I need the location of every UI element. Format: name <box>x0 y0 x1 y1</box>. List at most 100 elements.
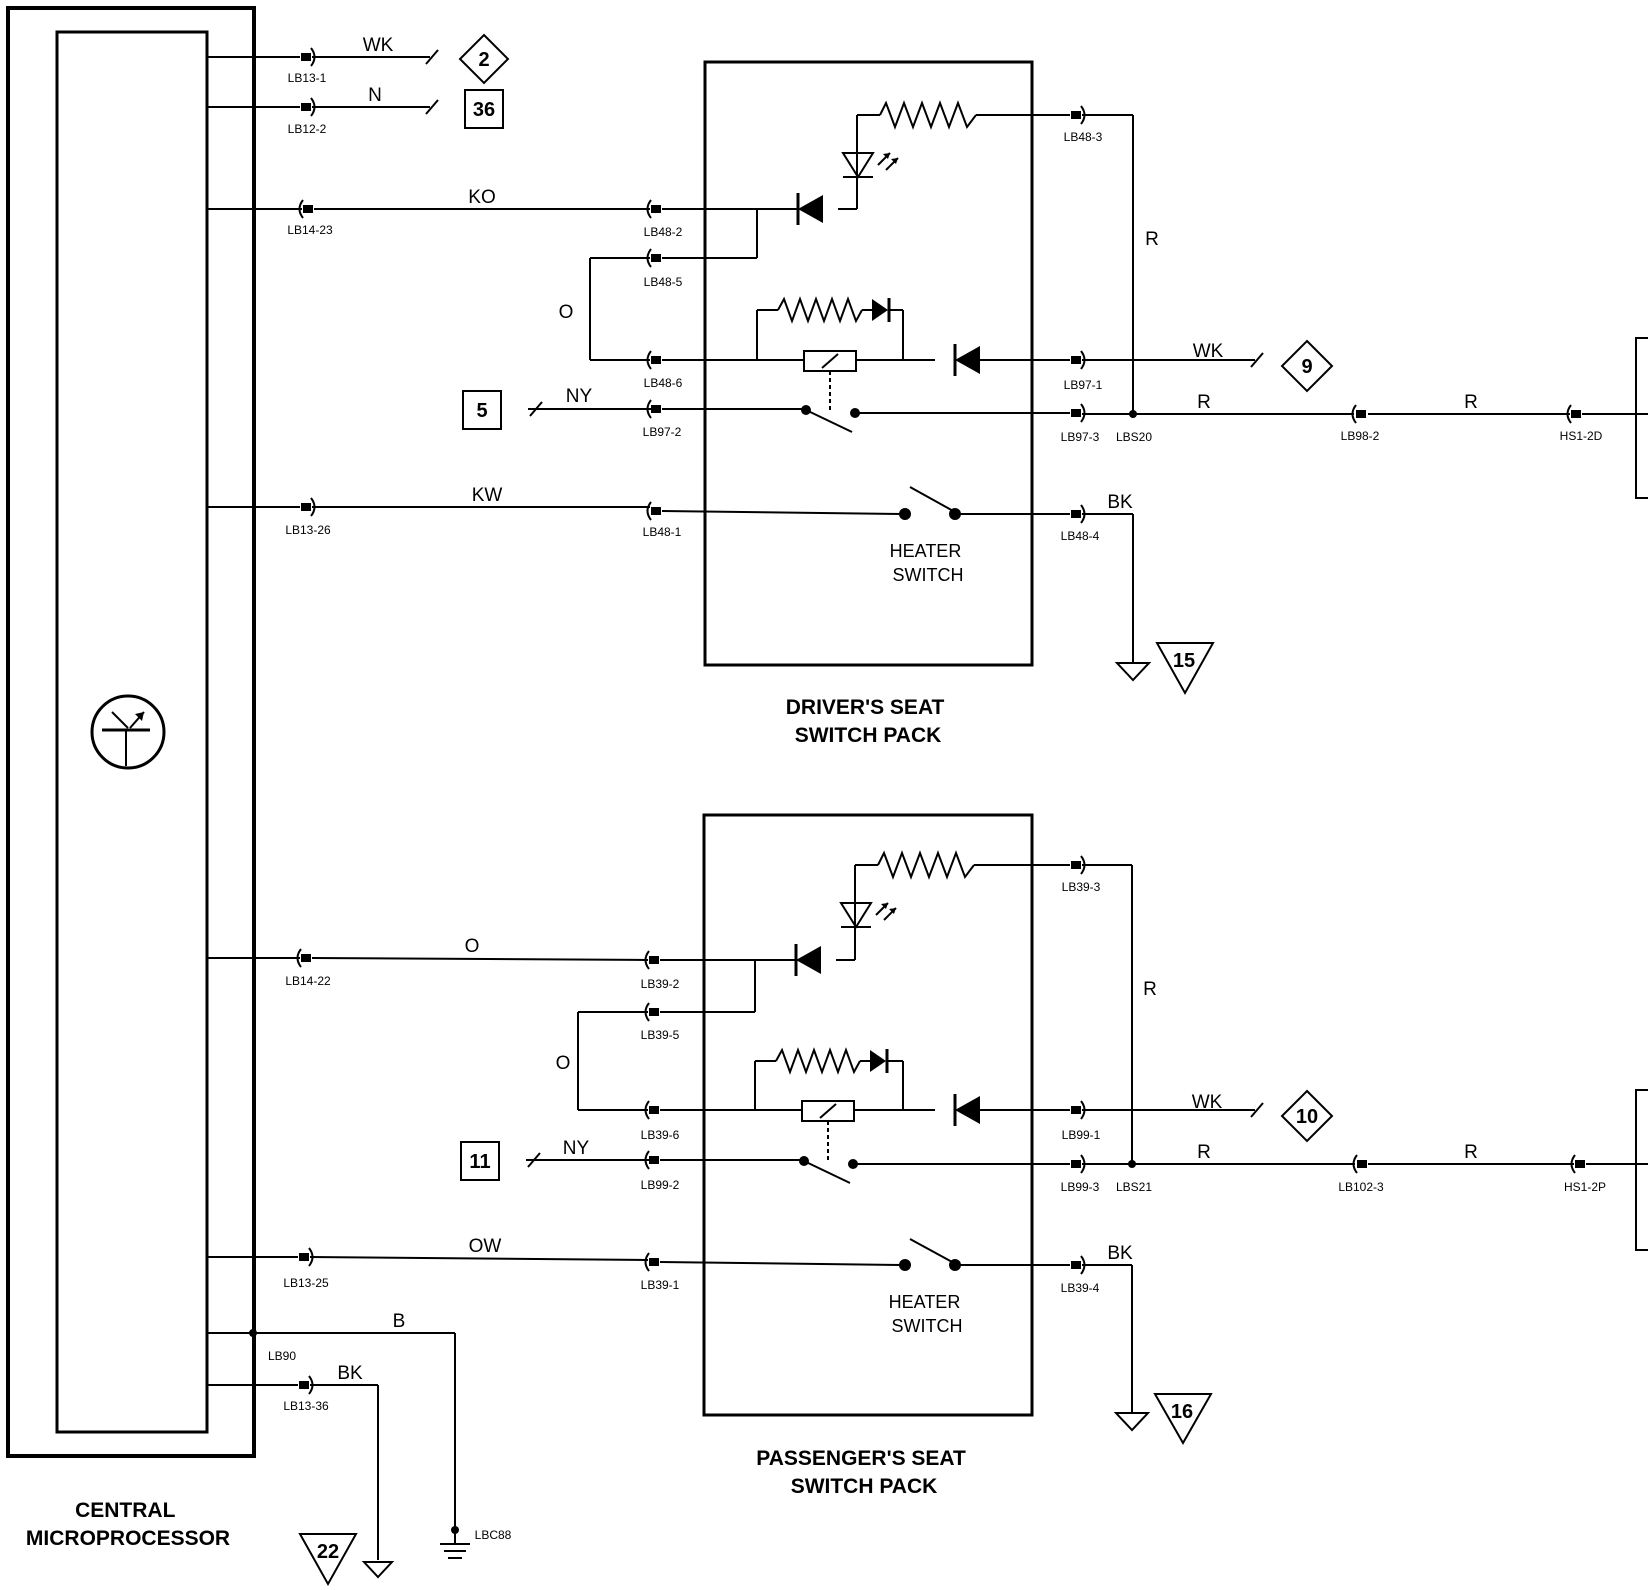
ref-box-11 <box>460 1141 500 1181</box>
label-bk-cpu: BK <box>337 1363 363 1384</box>
ground-icon-cpu <box>361 1561 395 1579</box>
ref-triangle-16 <box>1153 1393 1213 1446</box>
driver-pack-label: DRIVER'S SEAT SWITCH PACK <box>786 696 950 747</box>
diode-icon-passenger-wk <box>953 1094 980 1126</box>
connector-pins <box>296 47 1585 1395</box>
label-bk-passenger: BK <box>1107 1243 1133 1264</box>
conn-lb14-22: LB14-22 <box>285 974 331 988</box>
passenger-heater-switch-label: HEATER SWITCH <box>889 1292 966 1336</box>
conn-lb48-4: LB48-4 <box>1061 529 1100 543</box>
diode-icon-driver-relay <box>872 298 891 322</box>
conn-lbs21: LBS21 <box>1116 1180 1152 1194</box>
connector-pin <box>1071 1255 1086 1275</box>
conn-lb13-36: LB13-36 <box>283 1399 329 1413</box>
wire-color-labels: WK N KO O NY KW R WK R R BK O O NY OW R … <box>337 35 1478 1384</box>
diode-icon-driver-wk <box>953 344 980 376</box>
conn-lb39-3: LB39-3 <box>1062 880 1101 894</box>
ref-diamond-10 <box>1280 1089 1334 1143</box>
label-r-passenger-2: R <box>1464 1142 1478 1163</box>
connector-pin <box>301 47 316 67</box>
label-b: B <box>393 1311 406 1332</box>
conn-lb48-5: LB48-5 <box>644 275 683 289</box>
conn-lb13-1: LB13-1 <box>288 71 327 85</box>
ref-9-text: 9 <box>1301 356 1312 378</box>
conn-lb39-1: LB39-1 <box>641 1278 680 1292</box>
label-ow: OW <box>469 1236 502 1257</box>
connector-pin <box>1071 1154 1086 1174</box>
conn-lb98-2: LB98-2 <box>1341 429 1380 443</box>
label-bk-driver: BK <box>1107 492 1133 513</box>
driver-seat-switch-pack: DRIVER'S SEAT SWITCH PACK HEATER SWITCH <box>703 60 1034 747</box>
conn-hs1-2p: HS1-2P <box>1564 1180 1606 1194</box>
transistor-icon <box>90 694 166 770</box>
connector-pin <box>1566 404 1581 424</box>
label-r-driver-2: R <box>1464 392 1478 413</box>
label-r-driver-1: R <box>1197 392 1211 413</box>
led-icon-passenger <box>839 902 897 929</box>
led-icon-driver <box>841 152 899 179</box>
conn-lb102-3: LB102-3 <box>1338 1180 1384 1194</box>
label-ko: KO <box>468 187 495 208</box>
connector-pin <box>1071 350 1086 370</box>
connector-pin <box>644 1100 659 1120</box>
wire-n-ref36 <box>207 99 439 115</box>
conn-lb48-1: LB48-1 <box>643 525 682 539</box>
connector-pin <box>301 97 316 117</box>
connector-pin <box>1352 1154 1367 1174</box>
conn-lb97-2: LB97-2 <box>643 425 682 439</box>
relay-coil-icon-driver <box>803 350 857 372</box>
conn-lb97-3: LB97-3 <box>1061 430 1100 444</box>
connector-pin <box>1071 855 1086 875</box>
ref-16-text: 16 <box>1171 1401 1193 1423</box>
connector-pin <box>644 1002 659 1022</box>
connector-pin <box>299 1375 314 1395</box>
connector-pin <box>644 1150 659 1170</box>
cpu-label: CENTRAL MICROPROCESSOR <box>26 1499 230 1550</box>
label-wk-passenger: WK <box>1192 1092 1223 1113</box>
conn-lb13-25: LB13-25 <box>283 1276 329 1290</box>
conn-lb90: LB90 <box>268 1349 296 1363</box>
diode-icon-passenger-o <box>794 944 821 976</box>
ref-15-text: 15 <box>1173 650 1195 672</box>
connector-pin <box>1071 105 1086 125</box>
connector-pin <box>1071 1100 1086 1120</box>
ref-triangle-15 <box>1155 642 1215 696</box>
conn-lbc88: LBC88 <box>475 1528 512 1542</box>
led-resistor-passenger <box>877 850 975 880</box>
ref-diamond-9 <box>1280 339 1334 393</box>
ref-22-text: 22 <box>317 1541 339 1563</box>
label-o-passenger: O <box>465 936 480 957</box>
connector-pin <box>1071 504 1086 524</box>
connector-pin <box>646 248 661 268</box>
label-ny-driver: NY <box>566 386 593 407</box>
connector-pin <box>644 1252 659 1272</box>
central-microprocessor: CENTRAL MICROPROCESSOR <box>6 6 256 1550</box>
conn-lb97-1: LB97-1 <box>1064 378 1103 392</box>
label-n: N <box>368 85 382 106</box>
ref-box-5 <box>462 390 502 430</box>
conn-lb12-2: LB12-2 <box>288 122 327 136</box>
ref-10-text: 10 <box>1296 1106 1318 1128</box>
connector-labels: LB13-1 LB12-2 LB14-23 LB48-2 LB48-5 LB48… <box>268 71 1606 1542</box>
ref-36-text: 36 <box>473 99 495 121</box>
label-r-passenger-1: R <box>1197 1142 1211 1163</box>
wire-wk-ref2 <box>207 49 439 65</box>
conn-lb13-26: LB13-26 <box>285 523 331 537</box>
conn-lb99-3: LB99-3 <box>1061 1180 1100 1194</box>
conn-hs1-2d: HS1-2D <box>1560 429 1603 443</box>
label-kw: KW <box>472 485 503 506</box>
connector-pin <box>1071 403 1086 423</box>
conn-lb39-2: LB39-2 <box>641 977 680 991</box>
passenger-seat-switch-pack: PASSENGER'S SEAT SWITCH PACK HEATER SWIT… <box>702 813 1034 1498</box>
label-r-passenger-vert: R <box>1143 979 1157 1000</box>
led-resistor-driver <box>879 100 977 130</box>
ref-diamond-2 <box>458 33 510 85</box>
conn-lb39-4: LB39-4 <box>1061 1281 1100 1295</box>
conn-lb48-2: LB48-2 <box>644 225 683 239</box>
connector-pin <box>298 199 313 219</box>
connector-pin <box>301 497 316 517</box>
conn-lb39-6: LB39-6 <box>641 1128 680 1142</box>
diode-icon-passenger-relay <box>870 1049 889 1073</box>
label-o-driver: O <box>559 302 574 323</box>
conn-lb14-23: LB14-23 <box>287 223 333 237</box>
